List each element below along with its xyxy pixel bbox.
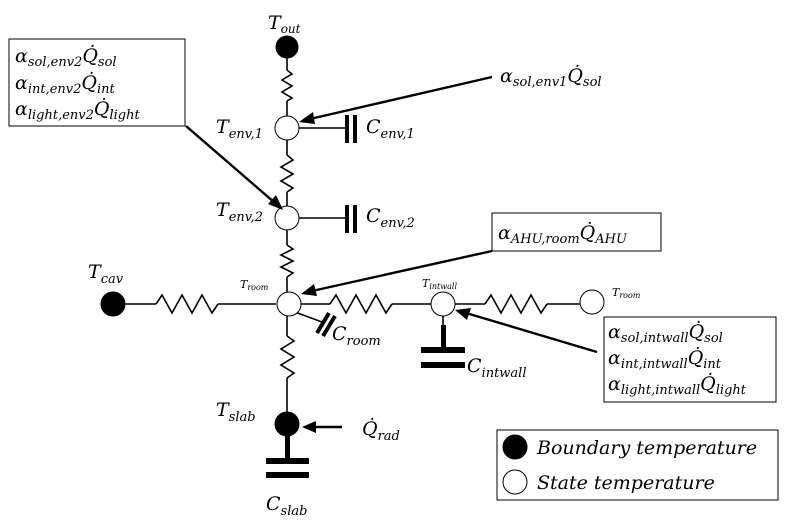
- resistor-out-env1: [280, 58, 294, 116]
- ahu-input: αAHU,roomQ̇AHU: [498, 222, 628, 247]
- label-c-intwall: Cintwall: [467, 355, 527, 381]
- label-c-env2: Cenv,2: [366, 205, 415, 231]
- arrow-env2-input: [185, 125, 283, 210]
- label-t-intwall: Tintwall: [422, 277, 457, 291]
- label-t-slab: Tslab: [216, 399, 256, 425]
- intwall-input-light: αlight,intwallQ̇light: [608, 373, 747, 398]
- env1-input-sol: αsol,env1Q̇sol: [500, 65, 602, 90]
- state-node-t-env2: [274, 205, 300, 231]
- capacitor-intwall: [421, 316, 465, 368]
- label-t-cav: Tcav: [88, 261, 124, 287]
- intwall-input-int: αint,intwallQ̇int: [608, 347, 722, 372]
- capacitor-env1: [299, 115, 357, 143]
- state-node-t-room-right: [579, 289, 605, 315]
- label-c-room: Croom: [332, 323, 381, 349]
- resistor-env1-env2: [279, 140, 295, 206]
- resistor-env2-room: [279, 230, 295, 292]
- state-node-t-intwall: [430, 291, 456, 317]
- legend-state-icon: [502, 469, 528, 495]
- label-c-slab: Cslab: [266, 493, 307, 519]
- legend: Boundary temperature State temperature: [496, 429, 779, 501]
- legend-state-label: State temperature: [537, 472, 715, 494]
- rad-input: Q̇rad: [362, 418, 400, 444]
- label-c-env1: Cenv,1: [366, 116, 415, 142]
- resistor-cav-room: [125, 293, 276, 315]
- resistor-intwall-room: [455, 293, 580, 315]
- resistor-room-slab: [279, 316, 296, 412]
- boundary-node-t-cav: [100, 291, 126, 317]
- arrow-rad-input: [302, 421, 342, 433]
- arrow-intwall-input: [455, 308, 598, 354]
- heat-input-box-env2: αsol,env2Q̇sol αint,env2Q̇int αlight,env…: [8, 38, 186, 127]
- label-t-room: Troom: [240, 278, 269, 292]
- arrow-env1-input: [299, 75, 493, 124]
- capacitor-env2: [299, 205, 357, 233]
- legend-boundary-label: Boundary temperature: [536, 437, 757, 459]
- label-t-out: Tout: [268, 12, 301, 36]
- state-node-t-env1: [274, 115, 300, 141]
- label-t-env1: Tenv,1: [216, 116, 263, 142]
- capacitor-slab: [266, 436, 309, 478]
- capacitor-room: [294, 311, 337, 338]
- env2-input-int: αint,env2Q̇int: [15, 72, 116, 97]
- env2-input-light: αlight,env2Q̇light: [15, 98, 140, 123]
- intwall-input-sol: αsol,intwallQ̇sol: [608, 321, 723, 346]
- label-t-room-right: Troom: [612, 286, 641, 300]
- resistor-room-intwall: [299, 293, 431, 315]
- heat-input-box-ahu: αAHU,roomQ̇AHU: [491, 212, 662, 252]
- heat-input-box-intwall: αsol,intwallQ̇sol αint,intwallQ̇int αlig…: [603, 316, 777, 403]
- legend-boundary-icon: [502, 434, 528, 460]
- boundary-node-t-out: [275, 35, 299, 59]
- label-t-env2: Tenv,2: [216, 199, 263, 225]
- state-node-t-room: [276, 291, 302, 317]
- env2-input-sol: αsol,env2Q̇sol: [15, 45, 117, 70]
- arrow-ahu-input: [301, 249, 493, 296]
- boundary-node-t-slab: [274, 411, 300, 437]
